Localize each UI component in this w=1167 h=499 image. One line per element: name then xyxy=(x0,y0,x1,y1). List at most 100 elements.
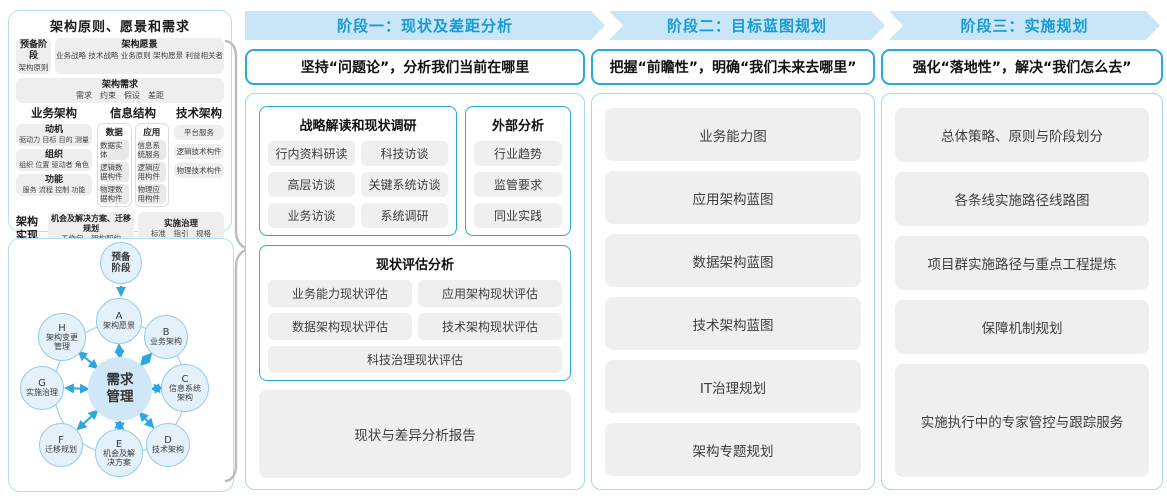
tech-item: 物理技术构件 xyxy=(174,162,224,178)
adm-node-d: D 技术架构 xyxy=(146,423,190,467)
phase2-subtitle-box: 把握“前瞻性”，明确“我们未来去哪里” xyxy=(591,49,875,85)
prep-sub: 架构原则 xyxy=(18,62,49,72)
phase2-subtitle-text: 把握“前瞻性”，明确“我们未来去哪里” xyxy=(609,60,857,76)
organization-box: 组织 组织 位置 驱动者 角色 xyxy=(16,148,92,171)
research-item: 高层访谈 xyxy=(268,172,355,197)
assessment-item: 业务能力现状评估 xyxy=(268,280,412,307)
adm-node-a: A 架构愿景 xyxy=(96,298,142,344)
phase1-top-row: 战略解读和现状调研 行内资料研读 科技访谈 高层访谈 关键系统访谈 业务访谈 系… xyxy=(259,106,571,236)
organization-title: 组织 xyxy=(44,149,63,160)
prep-vision-row: 预备阶段 架构原则 架构愿景 业务战略 技术战略 业务原则 架构愿景 利益相关者 xyxy=(16,38,224,74)
req-title: 架构需求 xyxy=(101,79,138,90)
architecture-requirements-box: 架构需求 需求 约束 假设 差距 xyxy=(16,77,224,104)
data-item: 逻辑数据构件 xyxy=(100,161,129,182)
adm-node-label: 迁移规划 xyxy=(45,445,77,455)
prep-phase-box: 预备阶段 架构原则 xyxy=(16,38,51,74)
app-title: 应用 xyxy=(143,127,161,138)
data-subcolumn: 数据 数据实体 逻辑数据构件 物理数据构件 xyxy=(97,122,132,207)
external-item: 同业实践 xyxy=(474,203,562,228)
phase2-item: 应用架构蓝图 xyxy=(605,171,861,224)
adm-node-letter: A xyxy=(115,311,123,323)
req-sub: 需求 约束 假设 差距 xyxy=(76,91,164,101)
strategy-research-grid: 行内资料研读 科技访谈 高层访谈 关键系统访谈 业务访谈 系统调研 xyxy=(268,141,448,228)
data-title: 数据 xyxy=(105,127,123,138)
external-analysis-stack: 行业趋势 监管要求 同业实践 xyxy=(474,141,562,228)
phase2-item: 数据架构蓝图 xyxy=(605,234,861,287)
business-arch-title: 业务架构 xyxy=(31,106,77,121)
phase3-header-text: 阶段三：实施规划 xyxy=(960,17,1089,35)
motivation-sub: 驱动力 目标 目的 测量 xyxy=(19,136,89,145)
assessment-item: 数据架构现状评估 xyxy=(268,313,412,340)
data-item: 数据实体 xyxy=(100,139,129,160)
adm-node-e: E 机会及解决方案 xyxy=(95,429,143,477)
adm-node-letter: F xyxy=(58,435,64,447)
assessment-grid: 业务能力现状评估 应用架构现状评估 数据架构现状评估 技术架构现状评估 科技治理… xyxy=(268,280,562,373)
phase2-column: 业务能力图 应用架构蓝图 数据架构蓝图 技术架构蓝图 IT治理规划 架构专题规划 xyxy=(591,93,875,490)
tech-item: 逻辑技术构件 xyxy=(174,143,224,159)
current-state-assessment-group: 现状评估分析 业务能力现状评估 应用架构现状评估 数据架构现状评估 技术架构现状… xyxy=(259,245,571,381)
phase2-header-text: 阶段二：目标蓝图规划 xyxy=(666,17,827,35)
function-sub: 服务 流程 控制 功能 xyxy=(22,186,86,195)
phase3-subtitle-box: 强化“落地性”，解决“我们怎么去” xyxy=(881,49,1163,85)
adm-node-label: 机会及解决方案 xyxy=(103,448,135,467)
prep-title: 预备阶段 xyxy=(19,40,47,62)
adm-node-label: 信息系统架构 xyxy=(169,383,201,402)
tech-arch-title: 技术架构 xyxy=(176,106,222,121)
impl-governance-title: 实施治理 xyxy=(163,218,198,229)
external-item: 行业趋势 xyxy=(474,141,562,166)
phase2-item: 业务能力图 xyxy=(605,108,861,161)
adm-node-label: 实施治理 xyxy=(26,388,58,398)
adm-node-label: 架构变更管理 xyxy=(46,332,78,351)
adm-node-letter: E xyxy=(115,438,123,450)
phase3-item: 总体策略、原则与阶段划分 xyxy=(895,108,1149,162)
research-item: 科技访谈 xyxy=(361,141,448,166)
research-item: 系统调研 xyxy=(361,203,448,228)
adm-node-letter: H xyxy=(58,322,66,334)
adm-node-f: F 迁移规划 xyxy=(39,423,83,467)
information-structure-column: 信息结构 数据 数据实体 逻辑数据构件 物理数据构件 应用 信息系统服务 逻辑应… xyxy=(97,106,169,207)
strategy-research-title: 战略解读和现状调研 xyxy=(299,119,417,134)
impl-governance-sub: 标准 指引 规格 xyxy=(151,229,211,239)
vision-sub: 业务战略 技术战略 业务原则 架构愿景 利益相关者 xyxy=(55,51,223,61)
opportunities-title: 机会及解决方案、迁移规划 xyxy=(51,213,131,233)
phase3-item: 保障机制规划 xyxy=(895,300,1149,354)
gap-analysis-report-box: 现状与差异分析报告 xyxy=(259,390,571,478)
adm-node-letter: B xyxy=(162,327,170,339)
adm-prep-label: 预备阶段 xyxy=(111,251,131,274)
phase1-header-banner: 阶段一：现状及差距分析 xyxy=(245,11,605,40)
adm-prep-circle: 预备阶段 xyxy=(100,242,142,284)
assessment-item: 科技治理现状评估 xyxy=(268,346,562,373)
phase1-header-text: 阶段一：现状及差距分析 xyxy=(336,17,513,35)
phase3-item: 各条线实施路径线路图 xyxy=(895,172,1149,226)
phase1-subtitle-text: 坚持“问题论”，分析我们当前在哪里 xyxy=(300,60,530,76)
phase2-header-banner: 阶段二：目标蓝图规划 xyxy=(609,11,885,40)
technology-architecture-column: 技术架构 平台服务 逻辑技术构件 物理技术构件 xyxy=(174,106,224,207)
phase3-header-banner: 阶段三：实施规划 xyxy=(889,11,1160,40)
phase3-column: 总体策略、原则与阶段划分 各条线实施路径线路图 项目群实施路径与重点工程提炼 保… xyxy=(881,93,1163,490)
adm-cycle-panel: 预备阶段 需求管理 A 架构愿景 B 业务架构 C 信息系统架构 D 技术架构 … xyxy=(8,238,234,492)
phase1-column: 战略解读和现状调研 行内资料研读 科技访谈 高层访谈 关键系统访谈 业务访谈 系… xyxy=(245,93,585,490)
application-subcolumn: 应用 信息系统服务 逻辑应用构件 物理应用构件 xyxy=(134,122,169,207)
organization-sub: 组织 位置 驱动者 角色 xyxy=(19,161,89,170)
phase2-item: IT治理规划 xyxy=(605,360,861,413)
phase3-item: 实施执行中的专家管控与跟踪服务 xyxy=(895,364,1149,477)
adm-node-letter: C xyxy=(181,373,189,385)
external-item: 监管要求 xyxy=(474,172,562,197)
external-analysis-title: 外部分析 xyxy=(491,119,544,134)
motivation-box: 动机 驱动力 目标 目的 测量 xyxy=(16,123,92,146)
phase3-item: 项目群实施路径与重点工程提炼 xyxy=(895,236,1149,290)
panel-title: 架构原则、愿景和需求 xyxy=(49,20,190,35)
adm-node-letter: G xyxy=(38,378,46,390)
app-item: 物理应用构件 xyxy=(137,183,166,204)
phase2-item: 架构专题规划 xyxy=(605,423,861,476)
phase1-subtitle-box: 坚持“问题论”，分析我们当前在哪里 xyxy=(245,49,585,85)
adm-node-h: H 架构变更管理 xyxy=(38,313,86,361)
adm-node-c: C 信息系统架构 xyxy=(161,364,209,412)
external-analysis-group: 外部分析 行业趋势 监管要求 同业实践 xyxy=(465,106,571,236)
assessment-item: 应用架构现状评估 xyxy=(418,280,562,307)
adm-node-letter: D xyxy=(164,435,172,447)
app-item: 逻辑应用构件 xyxy=(137,161,166,182)
business-architecture-column: 业务架构 动机 驱动力 目标 目的 测量 组织 组织 位置 驱动者 角色 功能 … xyxy=(16,106,92,207)
info-structure-title: 信息结构 xyxy=(110,106,156,121)
adm-node-label: 业务架构 xyxy=(150,337,182,347)
